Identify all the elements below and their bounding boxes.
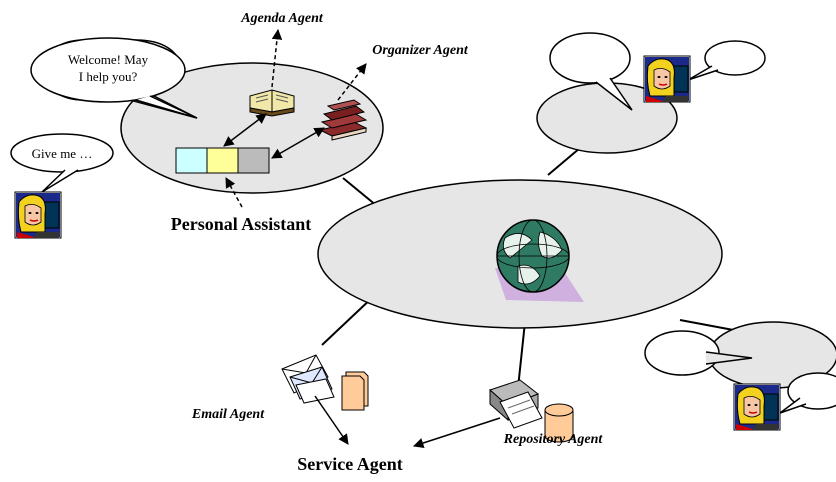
connector-top-right bbox=[547, 147, 581, 176]
organizer-dashed-arrow bbox=[337, 63, 367, 101]
welcome-line-2: I help you? bbox=[79, 69, 138, 84]
service-arrows bbox=[314, 395, 501, 449]
connector-personal bbox=[342, 177, 378, 207]
user-computer-icon bbox=[14, 191, 62, 239]
database-icon bbox=[544, 403, 574, 443]
mail-icon bbox=[281, 354, 335, 404]
globe-icon bbox=[495, 219, 584, 302]
slot-agenda-arrow bbox=[223, 113, 267, 147]
printer-icon bbox=[489, 379, 543, 429]
give-me-speech-bubble: Give me … bbox=[10, 133, 114, 193]
give-me-text: Give me … bbox=[32, 146, 93, 161]
document-icon bbox=[341, 371, 369, 411]
book-icon bbox=[249, 89, 295, 117]
slot-gray bbox=[237, 147, 270, 174]
internal-arrows bbox=[223, 28, 367, 208]
books-stack-icon bbox=[318, 99, 368, 141]
repository-agent-label: Repository Agent bbox=[503, 432, 604, 447]
slot-yellow bbox=[206, 147, 239, 174]
connectors bbox=[321, 147, 761, 389]
slot-organizer-arrow bbox=[271, 127, 325, 159]
personal-assistant-label: Personal Assistant bbox=[171, 214, 312, 234]
welcome-line-1: Welcome! May bbox=[68, 52, 149, 67]
connector-repository bbox=[517, 321, 526, 389]
welcome-speech-bubble: Welcome! May I help you? bbox=[30, 37, 198, 119]
user-computer-icon bbox=[643, 55, 691, 103]
service-agent-label: Service Agent bbox=[297, 454, 402, 474]
agent-slots bbox=[175, 147, 270, 174]
bottom-right-speech-bubbles bbox=[644, 330, 836, 414]
agenda-dashed-arrow bbox=[271, 28, 283, 88]
personal-dashed-arrow bbox=[225, 177, 243, 208]
top-right-speech-bubbles bbox=[549, 32, 766, 111]
slot-cyan bbox=[175, 147, 208, 174]
agenda-agent-label: Agenda Agent bbox=[240, 11, 324, 26]
repository-to-service-arrow bbox=[413, 417, 501, 449]
connector-email bbox=[321, 294, 376, 346]
email-agent-label: Email Agent bbox=[191, 407, 265, 422]
organizer-agent-label: Organizer Agent bbox=[372, 43, 469, 58]
email-to-service-arrow bbox=[314, 395, 349, 445]
user-computer-icon bbox=[733, 383, 781, 431]
